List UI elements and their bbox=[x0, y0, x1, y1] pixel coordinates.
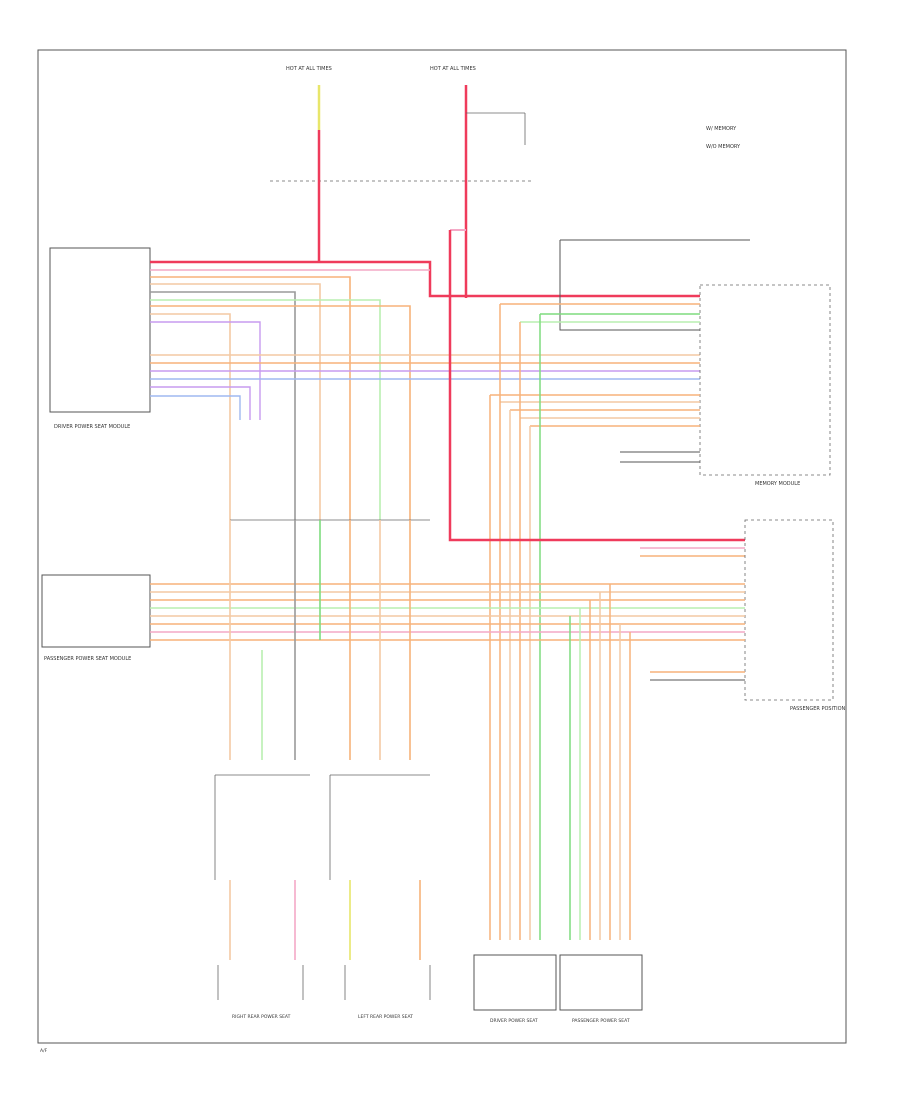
legend-memory: W/ MEMORY bbox=[706, 126, 737, 132]
left-rear-label: LEFT REAR POWER SEAT bbox=[358, 1014, 413, 1020]
right-rear-label: RIGHT REAR POWER SEAT bbox=[232, 1014, 291, 1020]
passenger-position-label: PASSENGER POSITION bbox=[790, 706, 846, 712]
right-rear-motor-bracket bbox=[217, 965, 304, 1000]
memory-module-box bbox=[699, 284, 831, 476]
fuse-label-left: HOT AT ALL TIMES bbox=[286, 66, 332, 72]
left-rear-switch-bracket bbox=[329, 774, 430, 880]
fuse-label-right: HOT AT ALL TIMES bbox=[430, 66, 476, 72]
driver-motor-box bbox=[473, 954, 557, 1011]
passenger-motor-box bbox=[559, 954, 643, 1011]
driver-module-label: DRIVER POWER SEAT MODULE bbox=[54, 424, 130, 430]
legend-no-memory: W/O MEMORY bbox=[706, 144, 741, 150]
memory-vertical-bundle bbox=[489, 304, 541, 940]
passenger-module-box bbox=[41, 574, 151, 648]
driver-motor-label: DRIVER POWER SEAT bbox=[490, 1018, 538, 1024]
driver-module-box bbox=[49, 247, 151, 413]
passenger-position-box bbox=[744, 519, 834, 701]
driver-wires bbox=[150, 260, 700, 520]
rear-lower-wires bbox=[229, 880, 421, 960]
passenger-module-label: PASSENGER POWER SEAT MODULE bbox=[44, 656, 131, 662]
footer-code: A/F bbox=[40, 1048, 48, 1054]
rear-vertical-wires bbox=[229, 520, 411, 760]
memory-wires bbox=[490, 239, 750, 463]
diagram-border bbox=[37, 49, 847, 1044]
memory-module-label: MEMORY MODULE bbox=[755, 481, 800, 487]
red-feed-passenger bbox=[448, 230, 745, 542]
passenger-vertical-bundle bbox=[569, 584, 631, 940]
left-rear-motor-bracket bbox=[344, 965, 431, 1000]
passenger-wires bbox=[150, 583, 745, 681]
right-rear-switch-bracket bbox=[214, 774, 310, 880]
passenger-motor-label: PASSENGER POWER SEAT bbox=[572, 1018, 630, 1024]
